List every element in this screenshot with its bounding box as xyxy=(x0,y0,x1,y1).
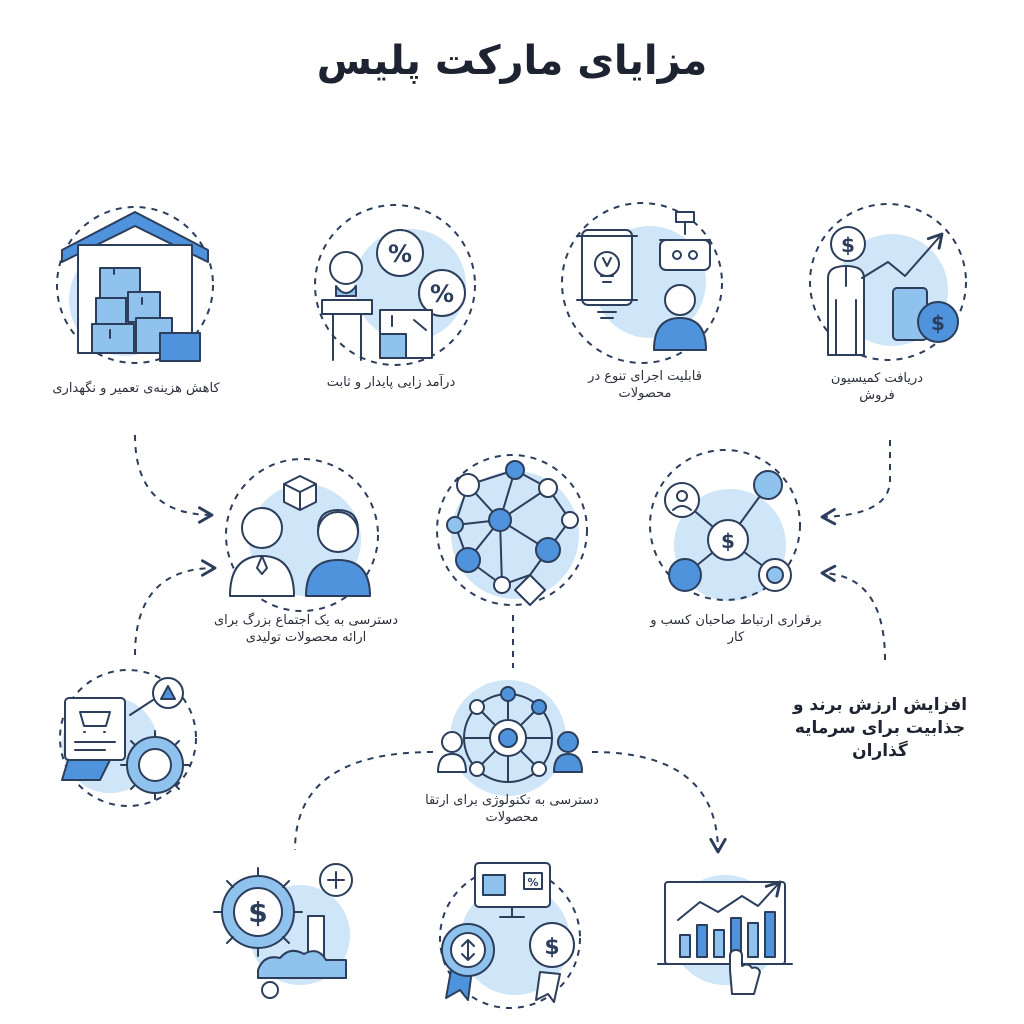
tech-hub-icon xyxy=(437,680,583,796)
svg-text:%: % xyxy=(430,280,454,308)
label-commission: دریافت کمیسیون فروش xyxy=(830,371,924,403)
label-maintenance: کاهش هزینه‌ی تعمیر و نگهداری xyxy=(52,381,220,396)
growth-chart-icon: $ $ xyxy=(809,203,967,361)
dollar-network-icon: $ xyxy=(649,449,801,601)
svg-text:%: % xyxy=(388,240,412,268)
svg-text:$: $ xyxy=(721,529,735,553)
page-title: مزایای مارکت پلیس xyxy=(316,38,708,84)
svg-text:$: $ xyxy=(248,896,267,929)
quality-badge-icon: % $ xyxy=(439,862,581,1009)
analytics-screen-icon xyxy=(657,875,793,995)
label-variety: قابلیت اجرای تنوع در محصولات xyxy=(588,369,702,401)
flow-connectors xyxy=(134,434,891,854)
label-income: درآمد زایی پایدار و ثابت xyxy=(326,375,456,390)
network-icon xyxy=(436,454,588,606)
svg-text:$: $ xyxy=(931,311,945,335)
svg-text:%: % xyxy=(527,876,538,889)
svg-text:$: $ xyxy=(841,233,855,257)
label-community: دسترسی به یک اجتماع بزرگ برای ارائه محصو… xyxy=(213,613,399,645)
label-technology: دسترسی به تکنولوژی برای ارتقا محصولات xyxy=(425,793,599,825)
svg-text:$: $ xyxy=(544,935,559,960)
shop-gear-icon xyxy=(59,669,197,807)
money-gear-icon: $ xyxy=(213,863,353,999)
label-connection: برقراری ارتباط صاحبان کسب و کار xyxy=(650,613,822,645)
label-brand: افزایش ارزش برند و جذابیت برای سرمایه گذ… xyxy=(792,695,968,761)
people-icon xyxy=(225,458,379,612)
warehouse-icon xyxy=(56,206,214,364)
idea-robot-icon xyxy=(561,202,723,364)
percent-icon: % % xyxy=(314,204,476,366)
